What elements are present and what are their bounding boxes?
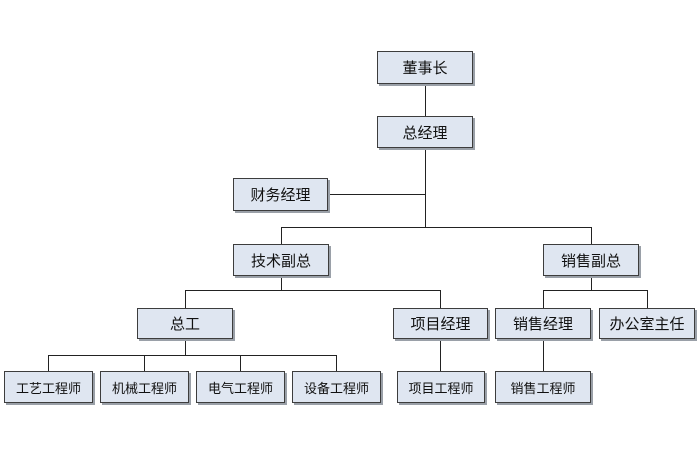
connector <box>425 148 426 227</box>
connector <box>336 355 337 371</box>
node-tech-vp: 技术副总 <box>233 244 329 276</box>
connector <box>48 355 337 356</box>
connector <box>185 290 186 308</box>
connector <box>647 290 648 308</box>
node-process-engineer: 工艺工程师 <box>4 371 93 403</box>
connector <box>281 227 282 244</box>
node-sales-manager: 销售经理 <box>495 308 591 339</box>
connector <box>240 355 241 371</box>
node-office-director: 办公室主任 <box>599 308 695 339</box>
connector <box>185 339 186 356</box>
node-sales-vp: 销售副总 <box>543 244 639 276</box>
connector <box>425 83 426 116</box>
node-finance-manager: 财务经理 <box>233 178 328 211</box>
node-general-manager: 总经理 <box>377 116 473 148</box>
connector <box>281 276 282 291</box>
connector <box>144 355 145 371</box>
node-project-manager: 项目经理 <box>393 308 488 339</box>
connector <box>281 227 592 228</box>
connector <box>185 290 441 291</box>
node-chairman: 董事长 <box>377 51 473 84</box>
node-mechanical-engineer: 机械工程师 <box>100 371 189 403</box>
connector <box>591 276 592 291</box>
connector <box>543 290 648 291</box>
connector <box>48 355 49 371</box>
connector <box>591 227 592 244</box>
node-equipment-engineer: 设备工程师 <box>292 371 381 403</box>
connector <box>440 290 441 308</box>
node-project-engineer: 项目工程师 <box>397 371 485 403</box>
connector <box>543 339 544 371</box>
connector <box>328 194 425 195</box>
connector <box>543 290 544 308</box>
node-chief-engineer: 总工 <box>137 308 233 339</box>
node-electrical-engineer: 电气工程师 <box>196 371 285 403</box>
connector <box>440 339 441 371</box>
node-sales-engineer: 销售工程师 <box>495 371 591 403</box>
